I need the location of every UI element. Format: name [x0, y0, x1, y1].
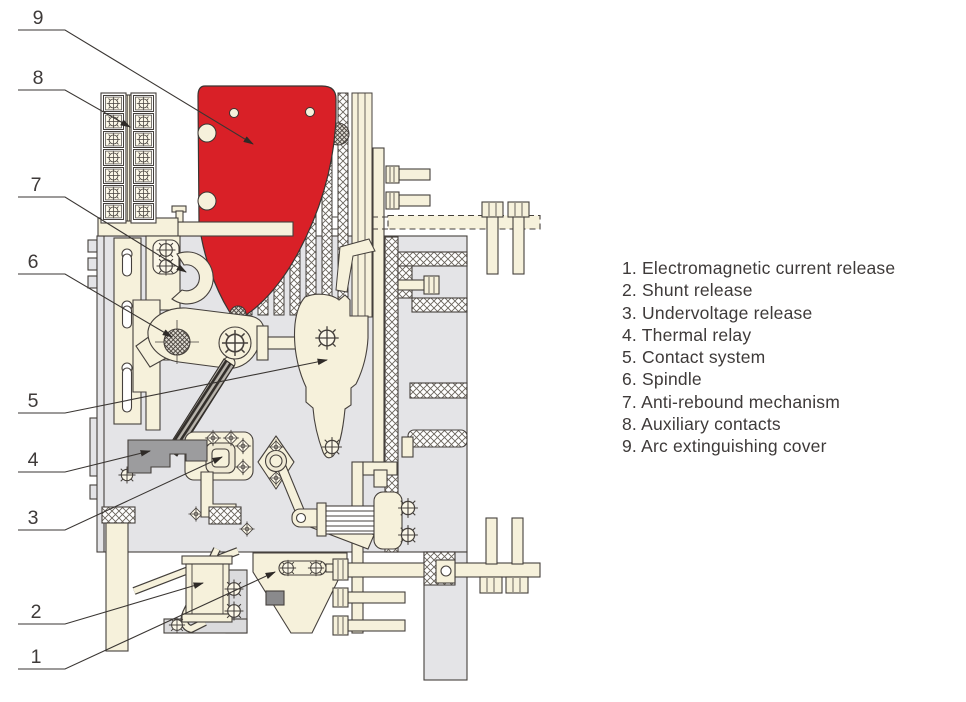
- line-terminal-block: [351, 236, 468, 634]
- support-post: [105, 522, 129, 652]
- bottom-assembly: [132, 547, 353, 634]
- legend-item-1: 1. Electromagnetic current release: [622, 258, 896, 278]
- busbar-dashed: [387, 214, 541, 230]
- callout-number-8: 8: [33, 67, 44, 89]
- callout-number-3: 3: [28, 507, 39, 529]
- callout-leader-5: [18, 358, 328, 414]
- support-hatched-pad: [101, 506, 136, 524]
- shunt-release-block: [265, 590, 285, 606]
- callout-number-1: 1: [31, 646, 42, 668]
- callout-leader-6: [18, 273, 173, 338]
- legend-item-3: 3. Undervoltage release: [622, 302, 813, 323]
- callout-leader-4: [18, 450, 151, 473]
- thermal-relay-bimetal: [127, 439, 208, 474]
- electromagnet-coil: [185, 563, 230, 615]
- callout-leaders: [18, 29, 328, 670]
- callout-leader-7: [18, 196, 187, 273]
- legend-item-6: 6. Spindle: [622, 369, 702, 390]
- legend-item-7: 7. Anti-rebound mechanism: [622, 391, 841, 412]
- callout-leader-1: [18, 571, 276, 670]
- callout-number-9: 9: [33, 7, 44, 29]
- flexible-shunt: [316, 491, 419, 550]
- legend-item-8: 8. Auxiliary contacts: [622, 414, 781, 435]
- callout-number-6: 6: [28, 251, 39, 273]
- callout-number-5: 5: [28, 390, 39, 412]
- contact-system-lever: [293, 293, 369, 459]
- spindle-shaft: [163, 328, 191, 356]
- callout-numbers: 9 8 7 6 5 4 3 2 1: [28, 7, 44, 668]
- legend-item-5: 5. Contact system: [622, 347, 766, 368]
- callout-leader-2: [18, 582, 204, 625]
- callout-number-7: 7: [31, 174, 42, 196]
- bottom-terminal-bolts: [332, 517, 541, 636]
- lower-conductor-bar: [351, 461, 364, 634]
- auxiliary-contact-block: [97, 92, 294, 237]
- legend-item-4: 4. Thermal relay: [622, 324, 752, 345]
- callout-leader-3: [18, 456, 223, 531]
- parts-legend: 1. Electromagnetic current release 2. Sh…: [622, 257, 895, 458]
- anti-rebound-mechanism: [171, 251, 214, 305]
- callout-leader-8: [18, 89, 131, 128]
- arc-runner-hook: [335, 238, 376, 293]
- legend-item-2: 2. Shunt release: [622, 280, 753, 301]
- callout-number-4: 4: [28, 449, 39, 471]
- legend-item-9: 9. Arc extinguishing cover: [622, 436, 827, 457]
- upper-conductor-bar: [372, 147, 385, 463]
- callout-number-2: 2: [31, 601, 42, 623]
- release-assembly: [117, 429, 256, 538]
- callout-leader-9: [18, 29, 254, 145]
- spindle-assembly: [135, 307, 300, 370]
